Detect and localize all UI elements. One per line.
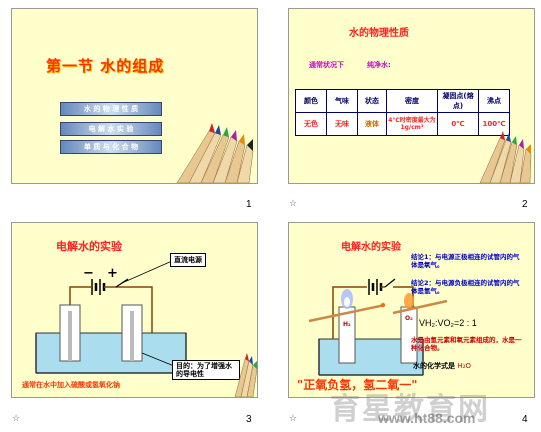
formula-label: 水的化学式是 [413,362,455,370]
slide-2-number: 2 [522,199,528,210]
electrolysis-apparatus [308,278,448,376]
slide-4[interactable]: 电解水的实验 H₂ O₂ 结论1：与电源正极相连的试管内的气体是氧气。 结论2：… [288,222,535,398]
slide-3[interactable]: 电解水的实验 − + 直流电源 目的：为了增强水的导电性 通常在水中加入硫酸或氢… [11,222,258,398]
value-state: 液体 [357,112,387,136]
value-freezing-point: 0℃ [437,112,479,136]
value-boiling-point: 100℃ [478,112,510,136]
slide-3-title: 电解水的实验 [56,240,122,253]
menu-electrolysis[interactable]: 电 解 水 实 验 [60,122,162,136]
slide-3-bottom-note: 通常在水中加入硫酸或氢氧化钠 [22,381,120,389]
condition-label: 通常状况下 [309,61,344,69]
plus-sign: + [107,266,118,281]
formula-value: H₂O [457,362,472,370]
header-density: 密度 [386,89,438,113]
value-smell: 无味 [326,112,358,136]
slide-2-star: ☆ [289,199,298,209]
header-boiling-point: 沸点 [478,89,510,113]
watermark-url: www.ht88.com [378,410,476,426]
header-state: 状态 [357,89,387,113]
conclusion-2: 结论2：与电源负极相连的试管内的气体是氢气。 [411,279,520,295]
formula-line: 水的化学式是 H₂O [413,361,471,371]
header-freezing-point: 凝固点(熔点) [437,89,479,113]
slide-4-title: 电解水的实验 [341,242,401,253]
minus-sign: − [83,266,94,281]
slide-3-star: ☆ [12,414,21,424]
pure-water-label: 纯净水: [367,61,391,69]
slide-2[interactable]: 水的物理性质 通常状况下 纯净水: 颜色 气味 状态 密度 凝固点(熔点) 沸点… [288,8,535,184]
o2-label: O₂ [405,315,413,322]
slide-4-number: 4 [522,414,528,425]
value-density: 4℃时密度最大为1g/cm³ [386,112,438,136]
slide-1[interactable]: 第一节 水的组成 水 的 物 理 性 质 电 解 水 实 验 单 质 与 化 合… [11,8,258,184]
header-color: 颜色 [295,89,327,113]
table-header-row: 颜色 气味 状态 密度 凝固点(熔点) 沸点 [295,89,510,113]
slide-1-title: 第一节 水的组成 [46,57,165,75]
value-color: 无色 [295,112,327,136]
header-smell: 气味 [326,89,358,113]
volume-ratio: VH₂:VO₂=2 : 1 [419,318,477,328]
properties-table: 颜色 气味 状态 密度 凝固点(熔点) 沸点 无色 无味 液体 4℃时密度最大为… [295,89,510,136]
pencils-decoration [176,123,254,183]
watermark-logo: 育星教育网 [330,392,490,427]
slide-4-mnemonic: "正氧负氢，氢二氧一" [297,378,418,392]
conclusion-1: 结论1：与电源正极相连的试管内的气体是氧气。 [411,253,520,269]
conclusion-3: 水是由氢元素和氧元素组成的，水是一种化合物。 [411,336,522,352]
electrolysis-apparatus [35,260,187,374]
power-source-callout: 直流电源 [170,253,206,267]
slide-2-title: 水的物理性质 [349,28,409,39]
menu-element-compound[interactable]: 单 质 与 化 合 物 [60,140,162,154]
menu-physical-properties[interactable]: 水 的 物 理 性 质 [60,102,162,116]
slide-3-number: 3 [246,414,252,425]
slide-4-star: ☆ [289,414,298,424]
pencils-decoration [479,131,532,183]
purpose-callout: 目的：为了增强水的导电性 [172,360,240,380]
h2-label: H₂ [343,321,351,328]
table-value-row: 无色 无味 液体 4℃时密度最大为1g/cm³ 0℃ 100℃ [295,112,510,136]
slide-1-number: 1 [246,199,252,210]
pencils-decoration [234,353,257,397]
